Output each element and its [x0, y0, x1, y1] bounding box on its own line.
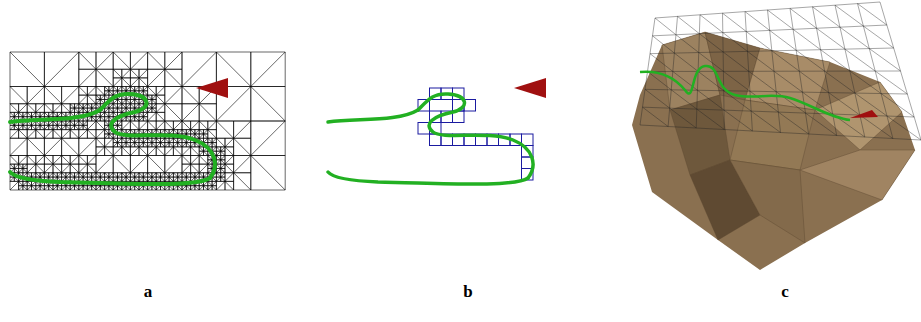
boundary-curve: [418, 94, 533, 178]
terrain-facet: [745, 48, 830, 110]
boundary-curve: [100, 94, 215, 178]
panel-label: c: [781, 282, 789, 302]
terrain-facet: [800, 150, 915, 200]
terrain-facet: [730, 160, 805, 243]
boundary-curve: [328, 172, 528, 184]
panel-label: b: [463, 282, 472, 302]
panel-b: [328, 78, 546, 184]
terrain-facet: [670, 95, 730, 175]
boundary-curve: [10, 110, 100, 122]
panel-a: [10, 78, 228, 184]
viewpoint-marker: [514, 78, 546, 98]
boundary-curve: [640, 66, 850, 120]
viewpoint-marker: [850, 110, 878, 118]
boundary-curve: [328, 110, 418, 122]
boundary-curve: [10, 172, 210, 184]
panel-label: a: [144, 282, 153, 302]
mesh-plane: [640, 2, 921, 140]
viewpoint-marker: [196, 78, 228, 98]
triangle-mesh: [10, 52, 285, 190]
panel-c: [632, 2, 921, 270]
